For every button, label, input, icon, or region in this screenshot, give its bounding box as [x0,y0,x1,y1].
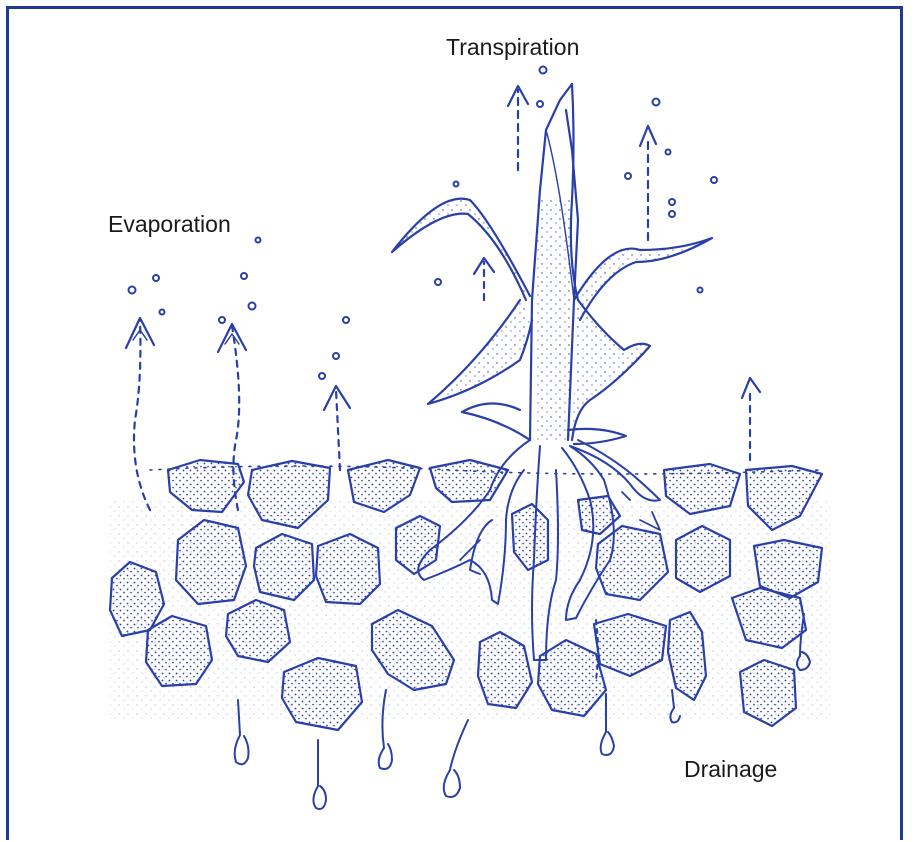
corn-plant [392,84,712,444]
soil-matrix [110,500,830,720]
transpiration-label: Transpiration [446,34,579,61]
drainage-label: Drainage [684,756,777,783]
evaporation-molecules [129,238,350,380]
evaporation-label: Evaporation [108,211,231,238]
